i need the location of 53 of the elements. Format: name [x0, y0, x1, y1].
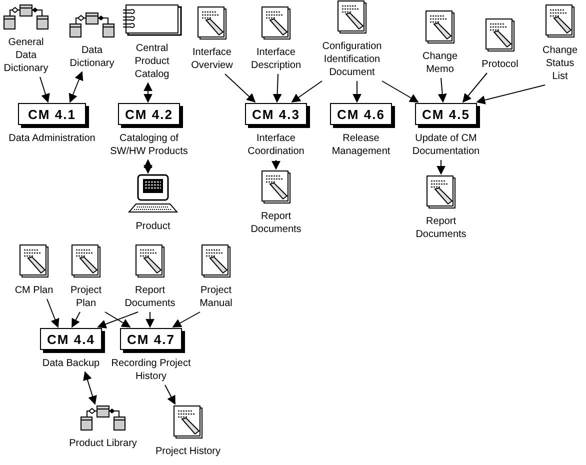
item-label: Central Product Catalog: [134, 42, 170, 81]
item-label: Report Documents: [414, 215, 468, 241]
arrow: [68, 71, 84, 103]
arrow: [476, 84, 546, 104]
process-label: Release Management: [330, 132, 392, 158]
arrow: [438, 78, 447, 103]
process-label: Cataloging of SW/HW Products: [109, 132, 189, 158]
item-label: Report Documents: [124, 284, 176, 310]
process-label: Recording Project History: [110, 357, 192, 383]
process-box: CM 4.6: [330, 103, 392, 125]
arrow: [144, 159, 152, 174]
item-label: Project Plan: [69, 284, 103, 310]
arrow: [172, 312, 200, 328]
item-label: Interface Description: [250, 46, 302, 72]
process-box: CM 4.3: [245, 103, 307, 125]
arrow: [144, 82, 152, 103]
arrow: [46, 298, 60, 328]
item-label: Report Documents: [250, 210, 302, 236]
item-label: Project History: [155, 445, 220, 458]
item-label: General Data Dictionary: [2, 36, 50, 75]
arrow: [164, 384, 176, 405]
arrow: [462, 72, 488, 103]
process-box: CM 4.1: [18, 103, 86, 125]
arrow: [97, 312, 138, 328]
item-label: Interface Overview: [190, 46, 234, 72]
arrow: [224, 74, 256, 103]
item-label: Change Status List: [541, 44, 579, 83]
arrow: [146, 312, 154, 328]
arrow: [72, 312, 80, 328]
item-label: Change Memo: [421, 50, 459, 76]
item-label: Configuration Identification Document: [321, 40, 383, 79]
arrow: [436, 160, 446, 175]
arrow: [83, 371, 97, 405]
arrow: [272, 74, 282, 103]
process-box: CM 4.7: [120, 328, 182, 350]
process-label: Update of CM Documentation: [411, 132, 481, 158]
arrow: [272, 160, 280, 170]
process-label: Data Administration: [8, 132, 96, 145]
item-label: Data Dictionary: [68, 44, 116, 70]
process-label: Interface Coordination: [246, 132, 306, 158]
process-box: CM 4.5: [415, 103, 477, 125]
item-label: Protocol: [482, 58, 518, 71]
arrow: [104, 312, 131, 328]
arrow: [382, 80, 419, 102]
item-label: Product: [136, 220, 170, 233]
arrow: [352, 80, 362, 103]
arrow: [291, 80, 322, 103]
item-label: Project Manual: [198, 284, 234, 310]
item-label: CM Plan: [14, 284, 54, 297]
process-box: CM 4.2: [118, 103, 180, 125]
arrow: [40, 76, 50, 103]
item-label: Product Library: [69, 437, 137, 450]
process-box: CM 4.4: [40, 328, 102, 350]
